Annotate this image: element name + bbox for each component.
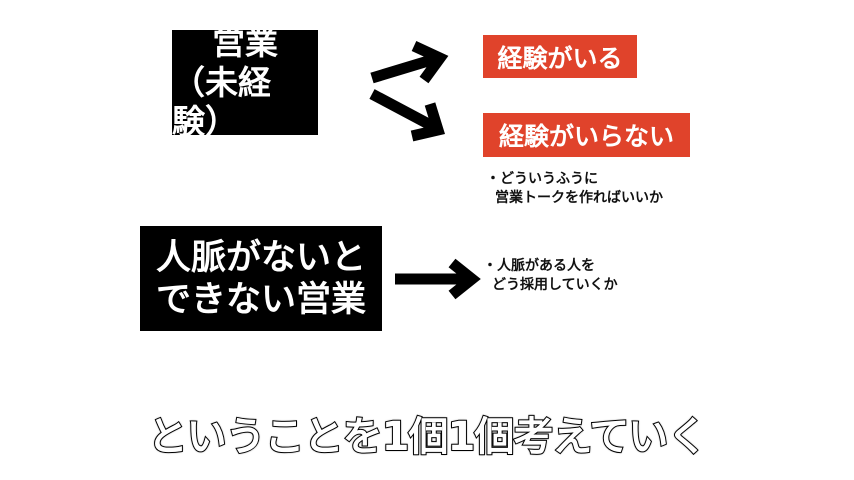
subtitle-caption: ということを1個1個考えていく bbox=[147, 413, 709, 461]
branch1-text: 経験がいる bbox=[497, 43, 623, 73]
arrow-up-right-icon bbox=[370, 41, 449, 84]
note2-line1: ・人脈がある人を bbox=[483, 258, 595, 274]
network-sales-box: 人脈がないと できない営業 bbox=[140, 226, 382, 331]
note1-line1: ・どういうふうに bbox=[486, 171, 598, 187]
box2-line2: できない営業 bbox=[155, 279, 366, 320]
box1-line1: 営業 bbox=[212, 23, 278, 63]
unexperienced-sales-box: 営業 （未経験） bbox=[172, 23, 318, 141]
note2-line2: どう採用していくか bbox=[492, 277, 618, 293]
branch2-note: ・どういうふうに 営業トークを作ればいいか bbox=[486, 170, 663, 208]
experience-not-required-label: 経験がいらない bbox=[483, 113, 690, 157]
box2-line1: 人脈がないと bbox=[155, 237, 366, 278]
box1-line2: （未経験） bbox=[172, 62, 271, 142]
branch3-note: ・人脈がある人を どう採用していくか bbox=[483, 257, 618, 295]
experience-required-label: 経験がいる bbox=[483, 35, 637, 78]
branch2-text: 経験がいらない bbox=[498, 122, 674, 151]
note1-line2: 営業トークを作ればいいか bbox=[495, 190, 663, 206]
arrow-right-icon bbox=[395, 258, 481, 300]
arrow-down-right-icon bbox=[369, 89, 445, 142]
